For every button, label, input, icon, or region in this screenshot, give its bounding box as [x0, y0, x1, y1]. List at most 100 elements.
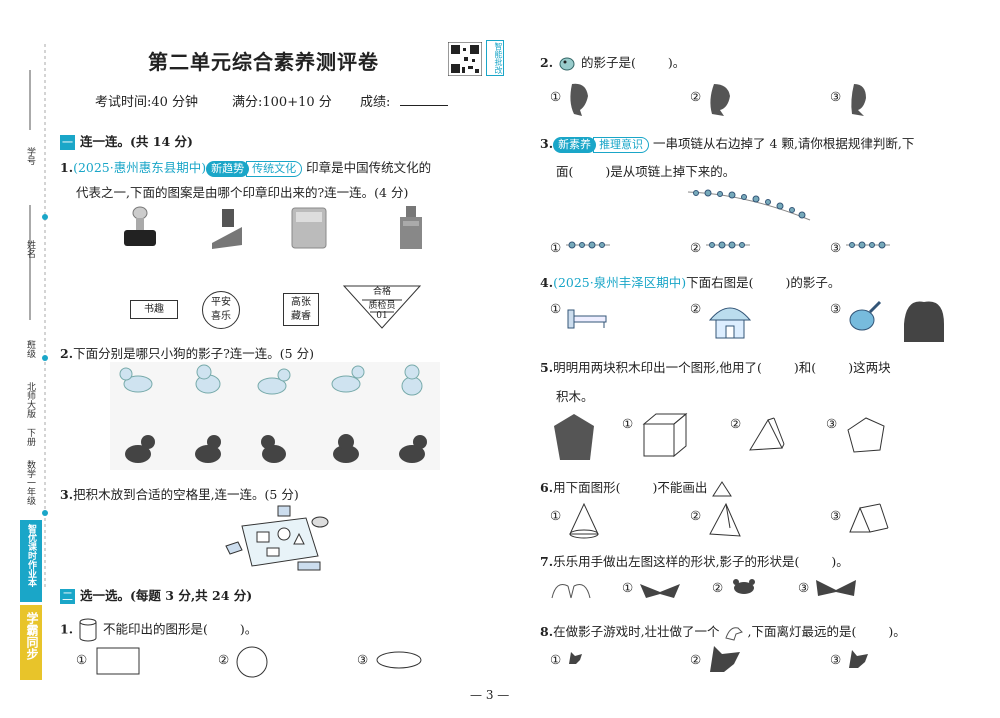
beads-b-icon [706, 241, 750, 249]
r7-opt-c[interactable]: ③ [798, 580, 810, 595]
r4-text2: )的影子。 [785, 275, 841, 290]
r2-opt-b[interactable]: ② [690, 89, 702, 104]
r6-opt-c[interactable]: ③ [830, 508, 842, 523]
r3-opt-b[interactable]: ② [690, 240, 702, 255]
stamp-gaozhang-line2: 藏睿 [291, 311, 311, 322]
r5-opt-a[interactable]: ① [622, 416, 634, 431]
necklace-image [687, 189, 811, 221]
house-shadow-icon [904, 301, 944, 342]
r6-opt-a[interactable]: ① [550, 508, 562, 523]
stamp-tri-line1: 合格 [372, 287, 391, 297]
s2q1-text: 不能印出的图形是( [103, 621, 208, 637]
blocks-board-image [225, 505, 329, 571]
r5-text4: 积木。 [556, 389, 594, 404]
page-title: 第二单元综合素养测评卷 [148, 50, 379, 74]
r6-num: 6. [540, 480, 554, 495]
q1-text2: 代表之一,下面的图案是由哪个印章印出来的?连一连。(4 分) [76, 185, 409, 200]
r5-text2: )和( [793, 360, 817, 375]
shadow-4-icon [333, 445, 359, 463]
r5-line1: 5.明明用两块积木印出一个图形,他用了()和()这两块 [540, 357, 891, 376]
r3-text2b: )是从项链上掉下来的。 [605, 164, 736, 179]
sidebar-banji: 班级 [25, 340, 35, 358]
section-2-title: 选一选。(每题 3 分,共 24 分) [80, 588, 253, 603]
r7-opt-b[interactable]: ② [712, 580, 724, 595]
bed-icon [567, 309, 607, 329]
sidebar-book-title: 北师大版 [25, 382, 35, 418]
r8-text3: )。 [888, 624, 906, 639]
s2q1-opt-a[interactable]: ① [76, 652, 88, 667]
dog-shadow-medium-icon [849, 650, 868, 668]
r8-num: 8. [540, 624, 554, 639]
r8-line: 8.在做影子游戏时,壮壮做了一个 ,下面离灯最远的是()。 [540, 621, 906, 642]
dog-shadow-large-icon [710, 646, 740, 672]
qr-code-icon[interactable] [447, 41, 483, 77]
cylinder-icon [79, 618, 97, 642]
r8-opt-c[interactable]: ③ [830, 652, 842, 667]
q1-num: 1. [60, 160, 74, 175]
stamp-pattern-gaozhang[interactable]: 高张藏睿 [283, 293, 319, 326]
stamp-pattern-pingan[interactable]: 平安喜乐 [202, 291, 240, 329]
section-1-num: 一 [60, 135, 75, 150]
result-blank[interactable] [400, 105, 448, 106]
r3-line1: 3.新素养推理意识 一串项链从右边掉了 4 颗,请你根据规律判断,下 [540, 133, 914, 153]
shadow-2-icon [195, 445, 221, 463]
r4-opt-b[interactable]: ② [690, 301, 702, 316]
r7-opt-a[interactable]: ① [622, 580, 634, 595]
r5-opt-c[interactable]: ③ [826, 416, 838, 431]
stamp-pingan-line2: 喜乐 [211, 311, 231, 322]
r6-opt-b[interactable]: ② [690, 508, 702, 523]
shadow-1-icon [125, 445, 151, 463]
page-number: — 3 — [470, 688, 510, 702]
r4-opt-a[interactable]: ① [550, 301, 562, 316]
ellipse-shape-icon [376, 651, 422, 669]
stamp-pattern-shuqu[interactable]: 书趣 [130, 300, 178, 319]
dog-images [110, 362, 440, 470]
r8-opt-a[interactable]: ① [550, 652, 562, 667]
r6-text1: 用下面图形( [553, 480, 621, 495]
section-2-num: 二 [60, 589, 75, 604]
hand-shadow-a-icon [640, 584, 680, 598]
pyramid-icon [709, 502, 741, 537]
hand-shadow-b-icon [733, 579, 755, 594]
shadow-3-icon [262, 445, 286, 463]
s2q1-num: 1. [60, 621, 74, 637]
cone-icon [569, 502, 599, 539]
r3-opt-c[interactable]: ③ [830, 240, 842, 255]
stamp-gaozhang-line1: 高张 [291, 297, 311, 308]
exam-result: 成绩: [360, 95, 391, 110]
hand-dog-icon [724, 626, 743, 641]
stamp-2-icon [212, 209, 242, 249]
r3-text2a: 面( [556, 164, 574, 179]
sidebar-brand: 学霸同步 [25, 612, 39, 660]
r5-num: 5. [540, 360, 554, 375]
dog-shadow-small-icon [569, 652, 582, 664]
r8-text1: 在做影子游戏时,壮壮做了一个 [553, 624, 720, 639]
r2-opt-a[interactable]: ① [550, 89, 562, 104]
r8-opt-b[interactable]: ② [690, 652, 702, 667]
rectangle-shape-icon [96, 647, 140, 675]
fish-shadow-c-icon [851, 84, 866, 116]
binding-sidebar: 学号 姓名 班级 北师大版 下册 数学一年级 智优课时作业本 学霸同步 [0, 0, 58, 718]
sidebar-xingming: 姓名 [25, 240, 35, 258]
q1-source: (2025·惠州惠东县期中) [73, 160, 207, 175]
r2-text1: 的影子是( [581, 55, 636, 70]
s2q1-line: 1. 不能印出的图形是( )。 [60, 618, 257, 642]
r4-line: 4.(2025·泉州丰泽区期中)下面右图是()的影子。 [540, 272, 840, 291]
r4-opt-c[interactable]: ③ [830, 301, 842, 316]
r7-num: 7. [540, 554, 554, 569]
s2q1-opt-b[interactable]: ② [218, 652, 230, 667]
dog-3-icon [257, 377, 287, 395]
r2-num: 2. [540, 55, 554, 70]
s2q1-opt-c[interactable]: ③ [357, 652, 369, 667]
s2q1-close: )。 [239, 621, 258, 637]
stamp-pattern-triangle[interactable] [342, 284, 422, 330]
circle-shape-icon [236, 646, 268, 678]
r3-opt-a[interactable]: ① [550, 240, 562, 255]
q3-text: 把积木放到合适的空格里,连一连。(5 分) [73, 487, 299, 502]
stamp-tri-line3: 01 [376, 311, 388, 321]
r2-opt-c[interactable]: ③ [830, 89, 842, 104]
r5-opt-b[interactable]: ② [730, 416, 742, 431]
dog-4-icon [331, 375, 361, 393]
q2-line: 2.下面分别是哪只小狗的影子?连一连。(5 分) [60, 343, 314, 362]
r7-line: 7.乐乐用手做出左图这样的形状,影子的形状是()。 [540, 551, 849, 570]
